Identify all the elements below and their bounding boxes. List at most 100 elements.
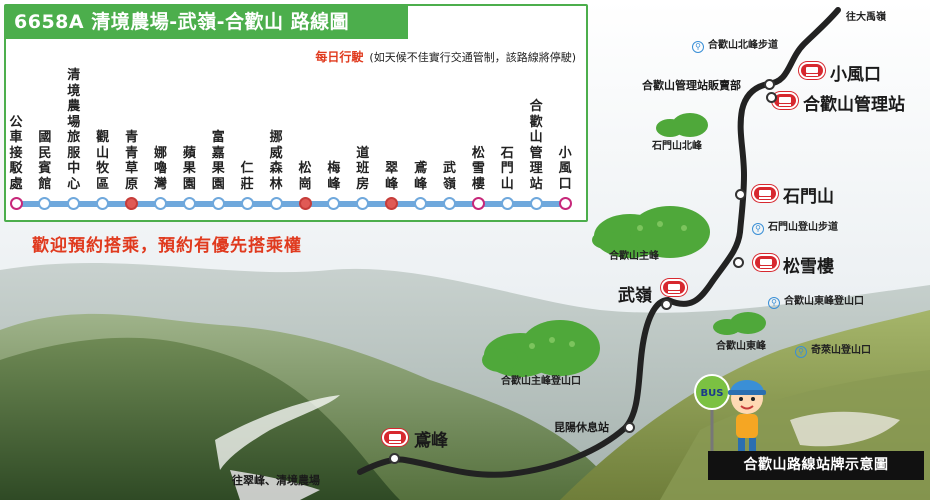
stop-name-text: 清境農場旅服中心 xyxy=(67,68,81,192)
shimen-trail-label: 石門山登山步道 xyxy=(768,222,838,233)
stop-name-text: 仁莊 xyxy=(240,161,254,192)
stop-name-text: 富嘉果園 xyxy=(211,130,225,192)
stop-name-text: 石門山 xyxy=(500,145,514,192)
stop-name-text: 鳶峰 xyxy=(414,161,428,192)
bus-stop-icon xyxy=(753,254,779,271)
yuanfeng-stop-dot xyxy=(389,453,400,464)
east-peak-trail: ⚲ 合歡山東峰登山口 xyxy=(768,292,864,309)
bus-stop-icon xyxy=(382,429,408,446)
stop-label: 仁莊 xyxy=(236,161,258,192)
stop-label: 小風口 xyxy=(554,146,576,193)
route-panel: 6658A 清境農場-武嶺-合歡山 路線圖 每日行駛 (如天候不佳實行交通管制，該… xyxy=(4,4,588,222)
stop-dot xyxy=(298,197,312,210)
stop-label: 武嶺 xyxy=(439,161,461,192)
stop-dot xyxy=(500,197,514,210)
north-trail-label: 合歡山北峰步道 xyxy=(708,40,778,51)
legend-caption: 合歡山路線站牌示意圖 xyxy=(708,451,924,480)
stop-name-text: 小風口 xyxy=(558,145,572,192)
shimenshan-stop-dot xyxy=(735,189,746,200)
route-line xyxy=(20,201,568,207)
stop-label: 公車接駁處 xyxy=(5,115,27,193)
stop-label: 富嘉果園 xyxy=(207,130,229,192)
hiking-trail-icon: ⚲ xyxy=(692,41,704,53)
xiaofengkou-stop-dot xyxy=(764,79,775,90)
stop-label: 國民賓館 xyxy=(34,130,56,192)
kunyang-stop-dot xyxy=(624,422,635,433)
stop-dot xyxy=(211,197,225,210)
stop-label: 蘋果園 xyxy=(178,146,200,193)
songxuelou-stop-dot xyxy=(733,257,744,268)
stop-name-text: 武嶺 xyxy=(442,161,456,192)
bus-sign-text: BUS xyxy=(701,388,724,399)
wuling-stop-dot xyxy=(661,299,672,310)
hiking-trail-icon: ⚲ xyxy=(768,297,780,309)
stop-label: 合歡山管理站 xyxy=(525,99,547,192)
stop-label: 觀山牧區 xyxy=(92,130,114,192)
stop-dot xyxy=(67,197,81,210)
stop-dot xyxy=(182,197,196,210)
stop-dot xyxy=(443,197,456,210)
stop-dot xyxy=(38,197,52,210)
stop-dot xyxy=(240,197,254,210)
stop-dot xyxy=(269,197,283,210)
reservation-notice: 歡迎預約搭乘，預約有優先搭乘權 xyxy=(32,236,302,256)
station-stop-dot xyxy=(766,92,777,103)
stop-label: 梅峰 xyxy=(323,161,345,192)
shimen-north-label: 石門山北峰 xyxy=(652,141,702,152)
stop-name-text: 國民賓館 xyxy=(38,130,52,192)
stop-name-text: 公車接駁處 xyxy=(9,114,23,192)
stop-dot xyxy=(471,197,485,210)
wuling-label: 武嶺 xyxy=(618,286,652,306)
route-title: 6658A 清境農場-武嶺-合歡山 路線圖 xyxy=(6,6,408,39)
stop-dot xyxy=(154,197,167,210)
stop-dot xyxy=(558,197,572,210)
stop-label: 青青草原 xyxy=(121,130,143,192)
stop-dot xyxy=(414,197,428,210)
stop-name-text: 道班房 xyxy=(356,145,370,192)
stop-name-text: 松雪樓 xyxy=(471,145,485,192)
stop-name-text: 蘋果園 xyxy=(182,145,196,192)
north-peak-trail: ⚲ 合歡山北峰步道 xyxy=(692,36,778,53)
hiking-trail-icon: ⚲ xyxy=(752,223,764,235)
stop-dot xyxy=(125,197,139,210)
to-cuifeng-label: 往翠峰、清境農場 xyxy=(232,474,320,487)
stop-dot xyxy=(385,197,399,210)
stop-name-text: 觀山牧區 xyxy=(96,130,110,192)
shimen-trail: ⚲ 石門山登山步道 xyxy=(752,218,838,235)
to-dayuling-label: 往大禹嶺 xyxy=(846,12,886,23)
stop-name-text: 娜嚕灣 xyxy=(153,145,167,192)
stop-dot xyxy=(9,197,23,210)
stop-label: 娜嚕灣 xyxy=(150,146,172,193)
stop-name-text: 松崗 xyxy=(298,161,312,192)
east-trail-label: 合歡山東峰登山口 xyxy=(784,296,864,307)
stop-label: 松雪樓 xyxy=(467,146,489,193)
stop-dot xyxy=(356,197,370,210)
kunyang-label: 昆陽休息站 xyxy=(554,421,609,434)
qilai-trail: ⚲ 奇萊山登山口 xyxy=(795,341,871,358)
songxuelou-label: 松雪樓 xyxy=(783,257,834,277)
schedule-label: 每日行駛 xyxy=(315,50,364,64)
qilai-trail-label: 奇萊山登山口 xyxy=(811,345,871,356)
bus-sign-mascot: BUS xyxy=(694,374,766,455)
yuanfeng-label: 鳶峰 xyxy=(414,431,448,451)
stop-name-text: 挪威森林 xyxy=(269,130,283,192)
main-trail-label: 合歡山主峰登山口 xyxy=(501,376,581,387)
xiaofengkou-label: 小風口 xyxy=(830,65,881,85)
station-label: 合歡山管理站 xyxy=(803,95,905,115)
main-peak-label: 合歡山主峰 xyxy=(609,251,659,262)
east-peak-label: 合歡山東峰 xyxy=(716,341,766,352)
stop-label: 松崗 xyxy=(294,161,316,192)
stop-label: 道班房 xyxy=(352,146,374,193)
bus-stop-icon xyxy=(661,279,687,296)
stop-name-text: 合歡山管理站 xyxy=(529,99,543,192)
stop-name-text: 青青草原 xyxy=(125,130,139,192)
stop-label: 翠峰 xyxy=(381,161,403,192)
stop-label: 鳶峰 xyxy=(410,161,432,192)
schedule-row: 每日行駛 (如天候不佳實行交通管制，該路線將停駛) xyxy=(315,46,576,64)
hiking-trail-icon: ⚲ xyxy=(795,346,807,358)
stop-label: 挪威森林 xyxy=(265,130,287,192)
stop-name-text: 翠峰 xyxy=(385,161,399,192)
schedule-note: (如天候不佳實行交通管制，該路線將停駛) xyxy=(369,51,576,64)
stop-label: 石門山 xyxy=(496,146,518,193)
bus-stop-icon xyxy=(799,62,825,79)
